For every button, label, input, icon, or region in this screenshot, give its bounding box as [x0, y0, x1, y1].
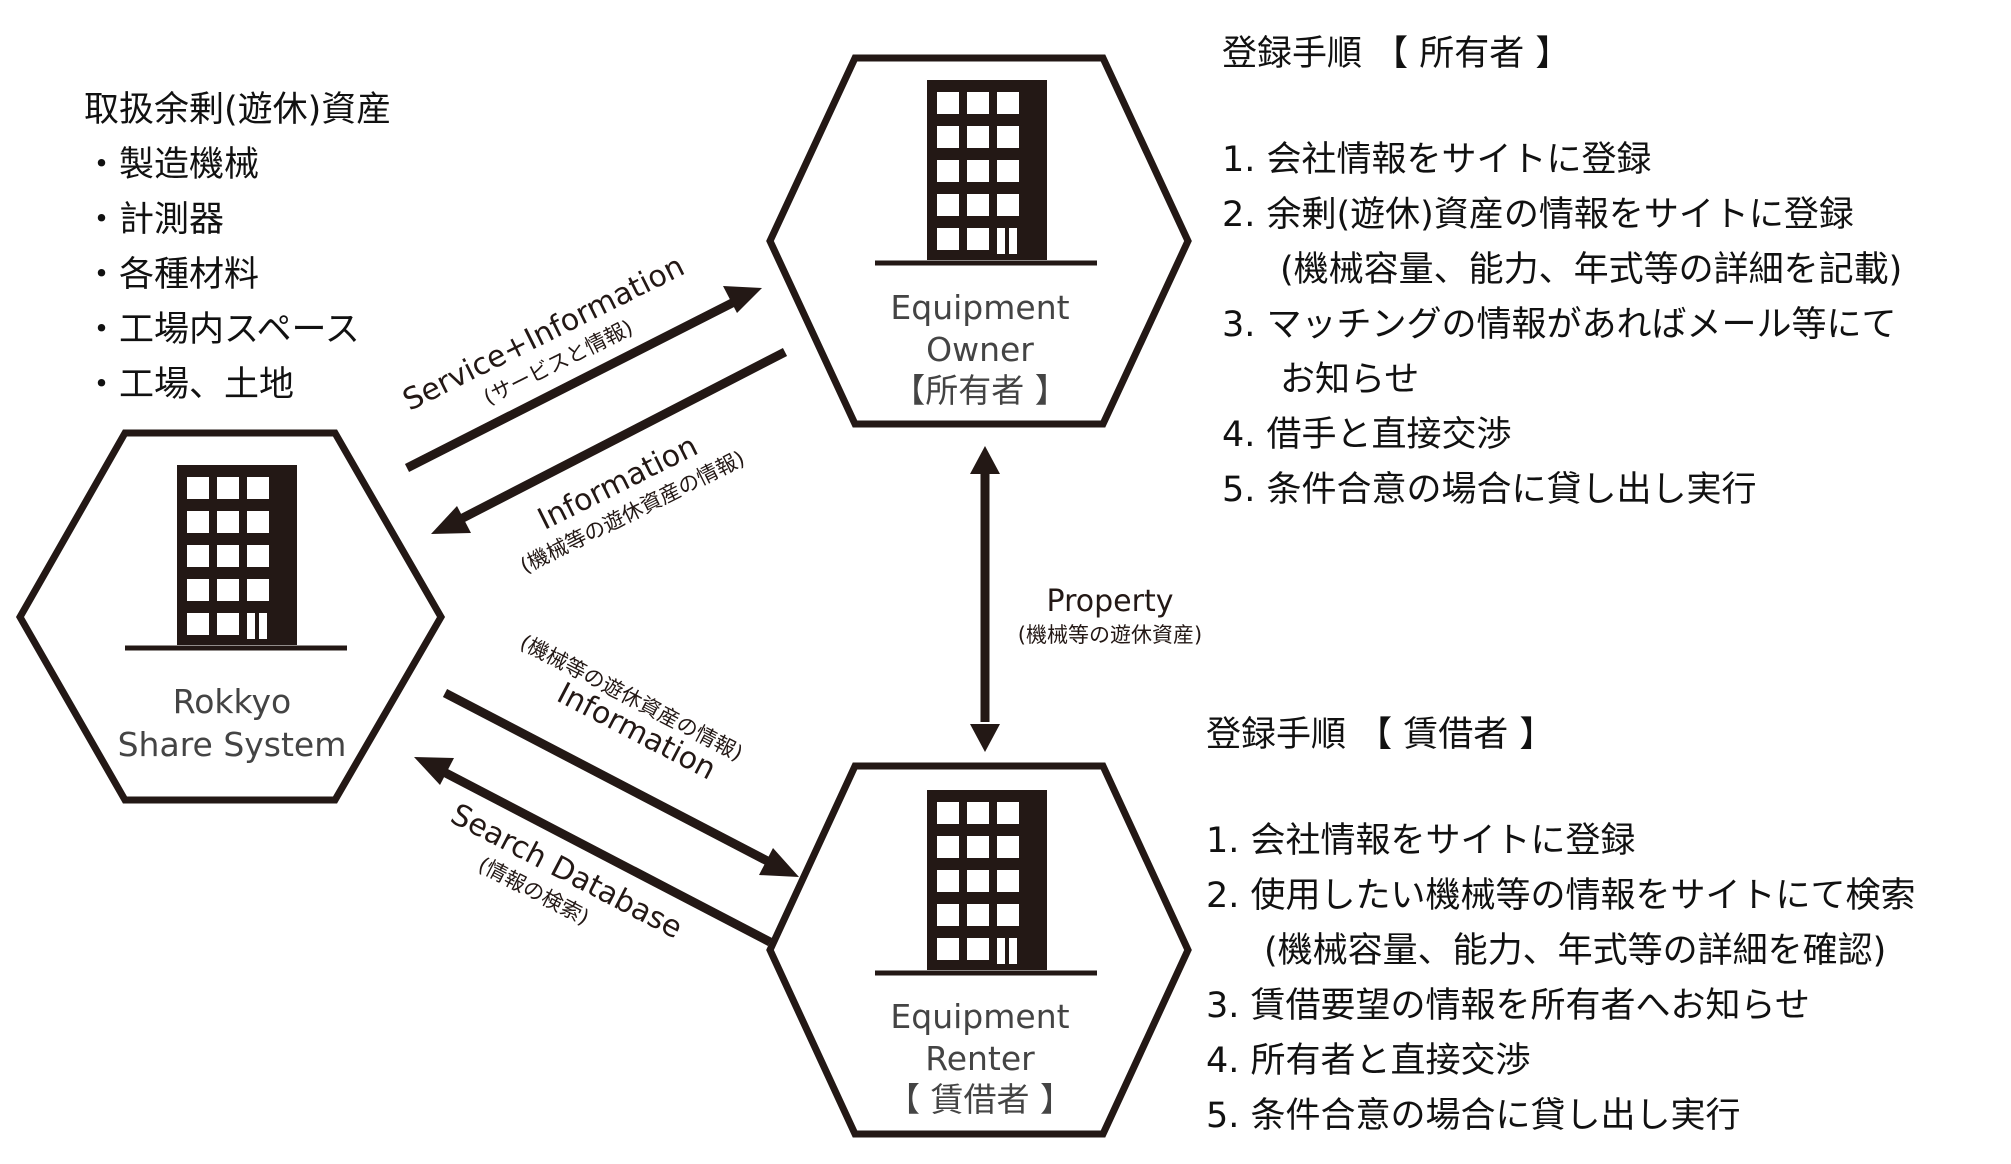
equipment-renter-node: Equipment Renter 【 賃借者 】 [766, 762, 1192, 1138]
step-line: お知らせ [1280, 360, 1420, 400]
edge-label-owner-renter: Property (機械等の遊休資産) [1018, 584, 1202, 647]
system-label-line2: Share System [118, 725, 347, 764]
rokkyo-share-system-node: Rokkyo Share System [15, 429, 446, 804]
arrow-system-to-owner [404, 286, 762, 473]
owner-registration-steps: 登録手順 【 所有者 】 1. 会社情報をサイトに登録 2. 余剰(遊休)資産の… [1222, 27, 1902, 518]
edge-label-en: Property [1047, 584, 1174, 619]
arrow-owner-renter-bidirectional [970, 446, 1000, 752]
asset-item: ・製造機械 [84, 145, 260, 185]
asset-list: 取扱余剰(遊休)資産 ・製造機械 ・計測器 ・各種材料 ・工場内スペース ・工場… [84, 83, 391, 413]
equipment-owner-node: Equipment Owner 【所有者 】 [766, 54, 1192, 428]
step-line: 4. 所有者と直接交渉 [1206, 1041, 1531, 1081]
arrow-owner-to-system [431, 347, 788, 534]
renter-steps-title: 登録手順 【 賃借者 】 [1206, 715, 1555, 755]
step-line: (機械容量、能力、年式等の詳細を記載) [1280, 250, 1903, 290]
edge-label-ja: (機械等の遊休資産) [1018, 623, 1202, 647]
edge-label-en: Service+Information [397, 249, 690, 418]
arrow-renter-to-system [414, 757, 773, 946]
step-line: (機械容量、能力、年式等の詳細を確認) [1264, 931, 1887, 971]
asset-item: ・計測器 [84, 200, 225, 240]
renter-label-line1: Equipment [890, 997, 1069, 1036]
step-line: 5. 条件合意の場合に貸し出し実行 [1222, 470, 1757, 510]
system-label-line1: Rokkyo [173, 682, 291, 721]
renter-registration-steps: 登録手順 【 賃借者 】 1. 会社情報をサイトに登録 2. 使用したい機械等の… [1206, 708, 1916, 1144]
edge-label-system-to-renter: Information (機械等の遊休資産の情報) [516, 630, 747, 787]
owner-label-line1: Equipment [890, 288, 1069, 327]
step-line: 3. 賃借要望の情報を所有者へお知らせ [1206, 986, 1810, 1026]
step-line: 4. 借手と直接交渉 [1222, 415, 1512, 455]
arrow-system-to-renter [442, 689, 799, 877]
asset-list-title: 取扱余剰(遊休)資産 [84, 90, 392, 130]
step-line: 2. 余剰(遊休)資産の情報をサイトに登録 [1222, 195, 1854, 235]
step-line: 1. 会社情報をサイトに登録 [1206, 821, 1636, 861]
asset-item: ・各種材料 [84, 255, 260, 295]
step-line: 3. マッチングの情報があればメール等にて [1222, 305, 1897, 345]
step-line: 5. 条件合意の場合に貸し出し実行 [1206, 1096, 1741, 1136]
step-line: 1. 会社情報をサイトに登録 [1222, 140, 1652, 180]
owner-steps-title: 登録手順 【 所有者 】 [1222, 34, 1571, 74]
owner-label-line2: Owner [926, 330, 1034, 369]
asset-item: ・工場内スペース [84, 310, 360, 350]
step-line: 2. 使用したい機械等の情報をサイトにて検索 [1206, 876, 1916, 916]
renter-label-line3: 【 賃借者 】 [887, 1080, 1073, 1119]
asset-item: ・工場、土地 [84, 365, 295, 405]
owner-label-line3: 【所有者 】 [892, 371, 1068, 410]
renter-label-line2: Renter [925, 1039, 1035, 1078]
